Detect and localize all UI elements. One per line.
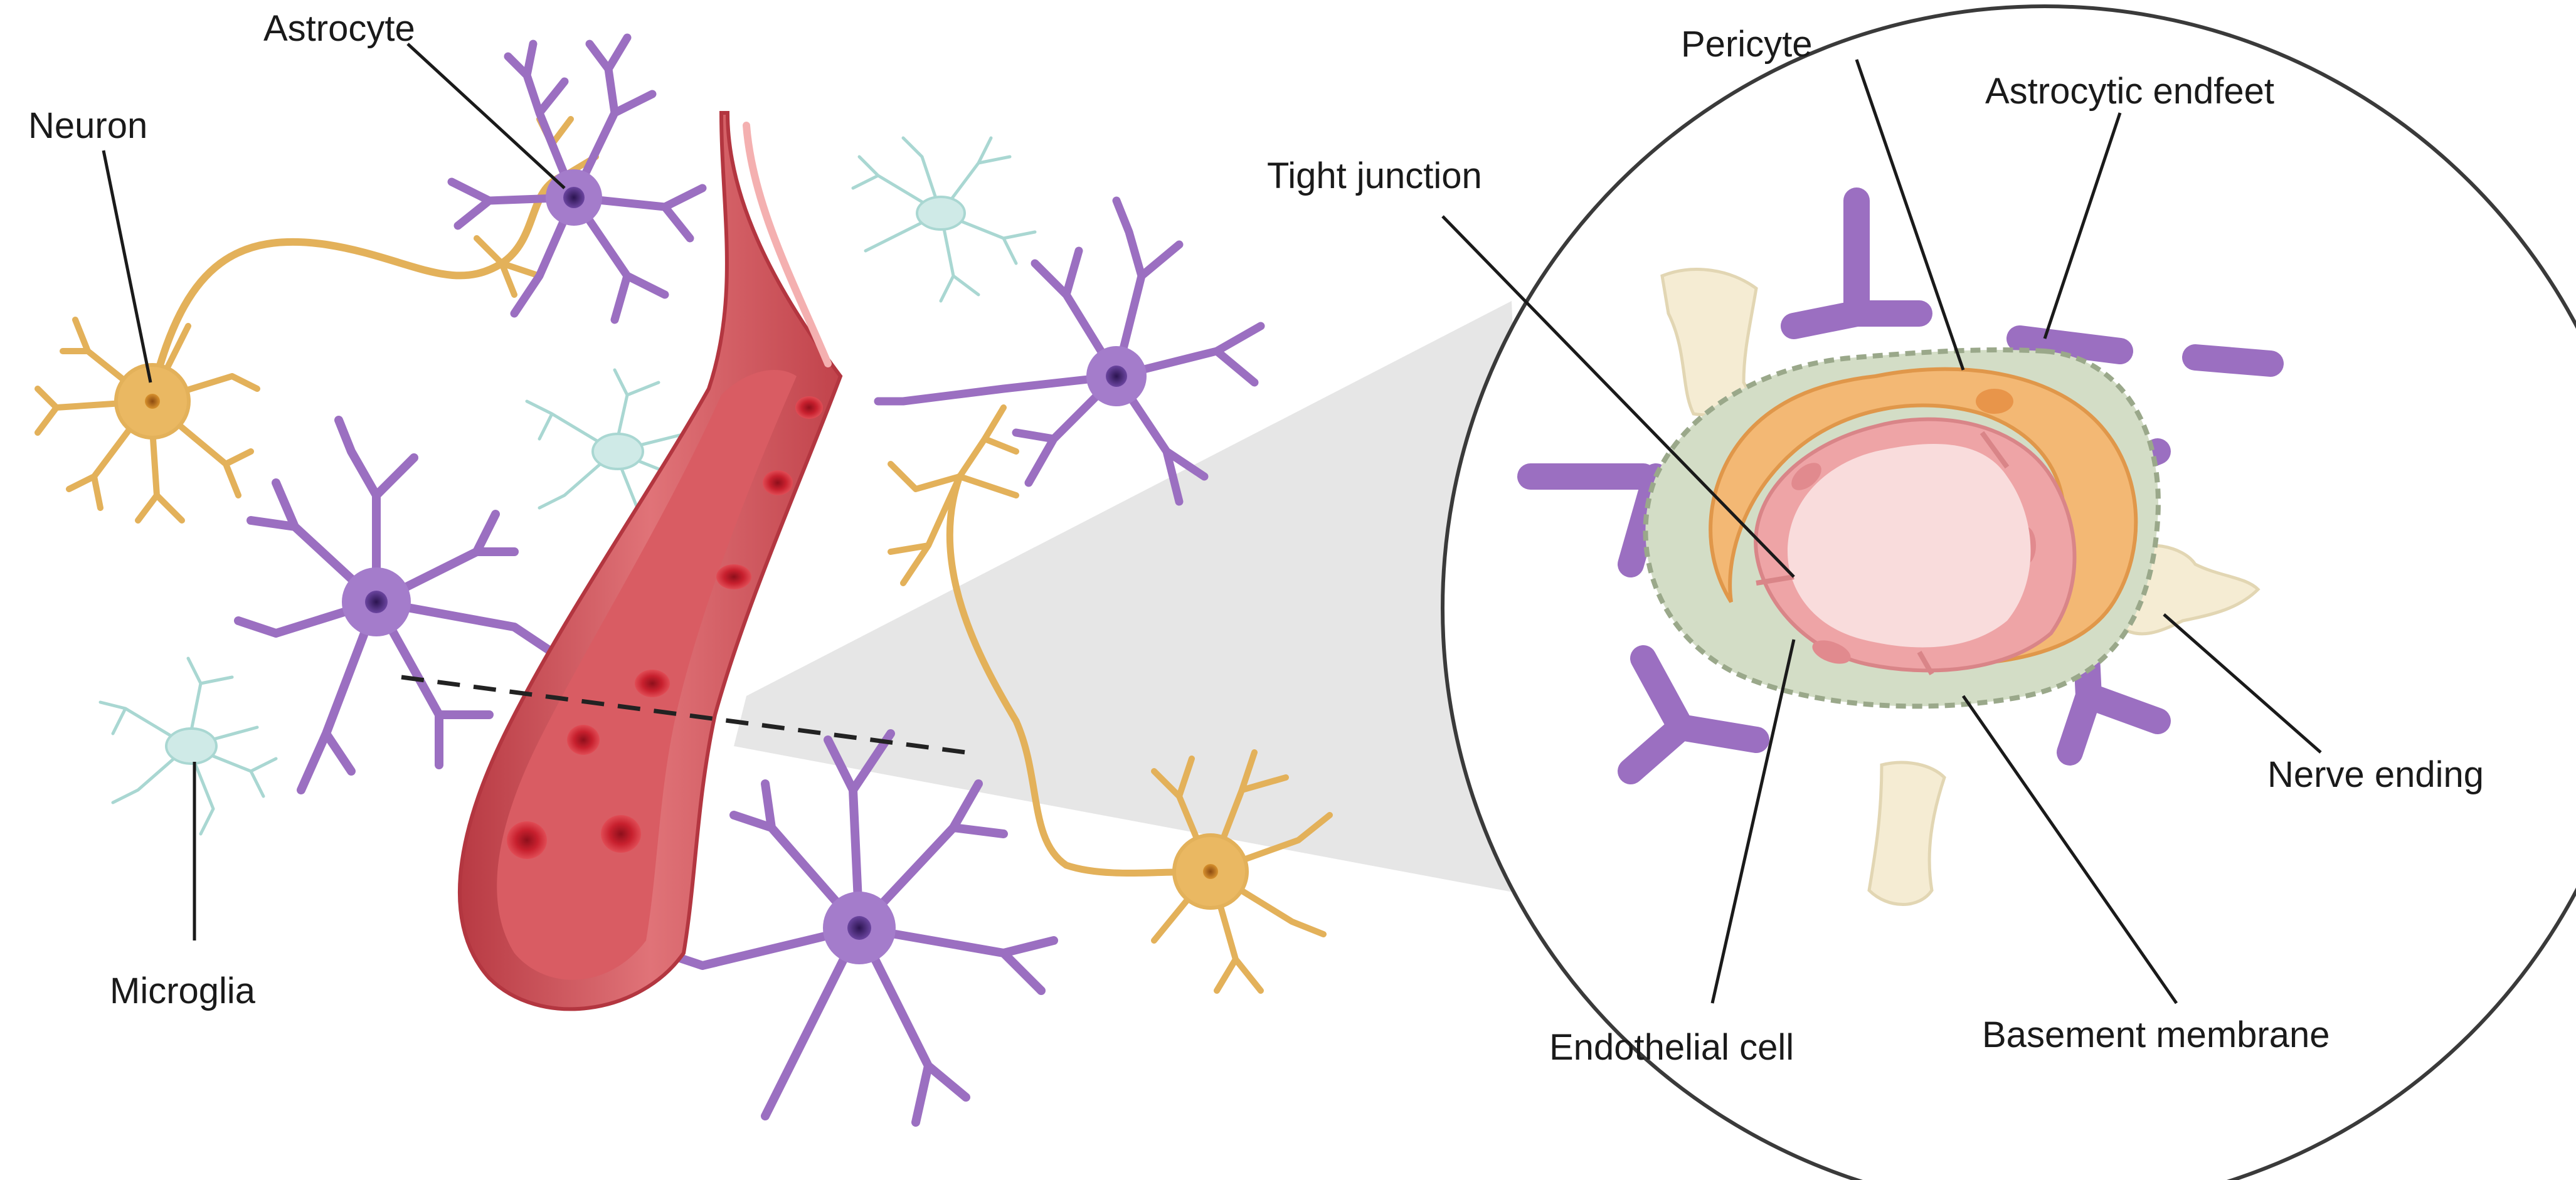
neuron-nucleus xyxy=(1203,864,1218,879)
neuron-axon xyxy=(153,172,568,380)
label-microglia: Microglia xyxy=(110,971,256,1011)
microglia-cell xyxy=(98,656,278,836)
leader-line-endothelial-cell xyxy=(1710,639,1796,1004)
astrocyte-nucleus xyxy=(847,916,871,940)
pericyte xyxy=(1709,367,2138,666)
vessel-highlight xyxy=(743,122,832,367)
leader-line-basement-membrane xyxy=(1961,695,2178,1004)
neuron-dendrites xyxy=(34,116,599,524)
microglia-body xyxy=(591,433,644,470)
astrocytic-endfeet xyxy=(1517,187,2171,784)
vessel-lumen xyxy=(1788,444,2031,648)
cross-section-line xyxy=(401,675,967,755)
neuron-dendrites xyxy=(888,404,1333,994)
endothelial-nuclei xyxy=(1791,463,2036,664)
label-endothelial-cell: Endothelial cell xyxy=(1549,1027,1794,1068)
microglia-body xyxy=(165,727,218,765)
label-nerve-ending: Nerve ending xyxy=(2267,754,2484,795)
astrocyte-processes xyxy=(234,416,556,794)
leader-line-neuron xyxy=(102,150,152,383)
microglia-body xyxy=(916,196,966,231)
zoom-cone xyxy=(734,301,1537,897)
leader-line-nerve-ending xyxy=(2163,613,2322,754)
leader-line-astrocyte xyxy=(406,43,566,189)
label-basement-membrane: Basement membrane xyxy=(1982,1014,2330,1055)
leader-line-tight-junction xyxy=(1441,215,1795,578)
astrocyte-nucleus xyxy=(365,591,388,613)
neuron-nucleus xyxy=(145,394,160,409)
leader-line-astrocytic-endfeet xyxy=(2043,112,2122,339)
label-astrocytic-endfeet: Astrocytic endfeet xyxy=(1985,71,2274,112)
label-tight-junction: Tight junction xyxy=(1267,155,1482,196)
label-pericyte: Pericyte xyxy=(1681,24,1813,65)
tight-junctions xyxy=(1756,431,2010,675)
astrocyte-processes xyxy=(874,196,1265,506)
label-astrocyte: Astrocyte xyxy=(263,8,415,49)
leader-line-pericyte xyxy=(1855,59,1965,371)
astrocyte-nucleus xyxy=(1106,366,1127,387)
endfoot-right-upper xyxy=(2182,344,2284,377)
astrocyte-nucleus xyxy=(563,187,585,208)
label-neuron: Neuron xyxy=(28,105,147,146)
pericyte-nucleus xyxy=(1976,389,2013,414)
microglia-cell xyxy=(851,136,1037,303)
neuron-axon xyxy=(946,473,1208,877)
red-blood-cells xyxy=(507,396,823,859)
